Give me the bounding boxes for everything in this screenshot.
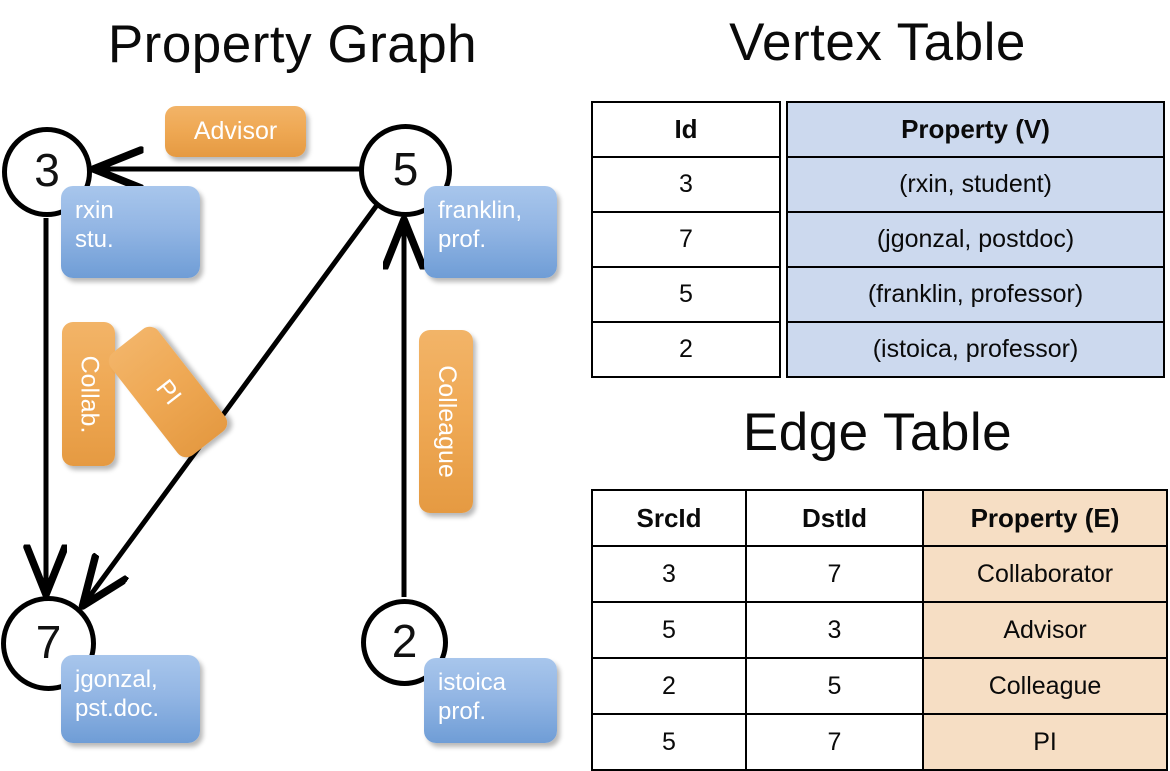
edge-row-2-property: Colleague [922, 657, 1168, 715]
graph-edge-label-advisor: Advisor [165, 106, 306, 157]
table-row: PI [922, 713, 1168, 771]
table-row: 3 [591, 156, 781, 213]
vertex-row-3-property: (istoica, professor) [786, 321, 1165, 378]
edge-row-0-dst: 7 [745, 545, 924, 603]
graph-node-3-property-box: rxin stu. [61, 186, 200, 278]
table-row: (franklin, professor) [786, 266, 1165, 323]
graph-node-3-label: 3 [34, 144, 60, 196]
table-header-row: Id [591, 101, 781, 158]
graph-node-7-property-box: jgonzal, pst.doc. [61, 655, 200, 743]
edge-row-3-property: PI [922, 713, 1168, 771]
table-header-row: SrcId DstId [591, 489, 924, 547]
table-row: 3 7 [591, 545, 924, 603]
graph-node-2-label: 2 [391, 614, 418, 667]
table-row: Collaborator [922, 545, 1168, 603]
vertex-table-property-column: Property (V) (rxin, student) (jgonzal, p… [786, 101, 1165, 378]
edge-table-property-column: Property (E) Collaborator Advisor Collea… [922, 489, 1168, 771]
table-row: 5 3 [591, 601, 924, 659]
edge-table-src-dst-columns: SrcId DstId 3 7 5 3 2 5 5 7 [591, 489, 924, 771]
graph-node-5[interactable]: 5 [359, 124, 452, 217]
edge-table-header-property: Property (E) [922, 489, 1168, 547]
page-title-vertex-table: Vertex Table [729, 13, 1026, 72]
vertex-row-0-id: 3 [591, 156, 781, 213]
edge-5-to-7-pi [84, 203, 380, 604]
table-row: 7 [591, 211, 781, 268]
vertex-row-1-property: (jgonzal, postdoc) [786, 211, 1165, 268]
vertex-table-header-property: Property (V) [786, 101, 1165, 158]
edge-row-2-src: 2 [591, 657, 747, 715]
vertex-row-3-id: 2 [591, 321, 781, 378]
edge-row-3-dst: 7 [745, 713, 924, 771]
graph-edge-label-pi-text: PI [150, 373, 187, 410]
edge-row-1-dst: 3 [745, 601, 924, 659]
vertex-row-1-id: 7 [591, 211, 781, 268]
graph-edge-label-collab: Collab. [62, 322, 115, 466]
graph-node-7-label: 7 [35, 615, 62, 668]
graph-node-5-label: 5 [392, 142, 419, 195]
page-title-edge-table: Edge Table [742, 403, 1013, 462]
graph-node-5-property-box: franklin, prof. [424, 186, 557, 278]
table-row: Advisor [922, 601, 1168, 659]
table-header-row: Property (V) [786, 101, 1165, 158]
graph-node-2[interactable]: 2 [361, 599, 448, 686]
graph-edge-label-colleague-text: Colleague [432, 365, 461, 478]
table-row: 5 [591, 266, 781, 323]
graph-edges-svg [0, 0, 585, 760]
graph-edge-label-collab-text: Collab. [75, 355, 104, 433]
vertex-row-0-property: (rxin, student) [786, 156, 1165, 213]
table-row: 5 7 [591, 713, 924, 771]
vertex-table-header-id: Id [591, 101, 781, 158]
edge-row-0-src: 3 [591, 545, 747, 603]
vertex-row-2-property: (franklin, professor) [786, 266, 1165, 323]
property-graph-diagram: 3 5 7 2 rxin stu. franklin, prof. jgonza… [0, 0, 585, 760]
edge-row-1-property: Advisor [922, 601, 1168, 659]
edge-row-2-dst: 5 [745, 657, 924, 715]
edge-row-3-src: 5 [591, 713, 747, 771]
edge-row-1-src: 5 [591, 601, 747, 659]
table-row: 2 [591, 321, 781, 378]
edge-table-header-srcid: SrcId [591, 489, 747, 547]
vertex-table-id-column: Id 3 7 5 2 [591, 101, 781, 378]
table-row: (istoica, professor) [786, 321, 1165, 378]
edge-table-header-dstid: DstId [745, 489, 924, 547]
vertex-row-2-id: 5 [591, 266, 781, 323]
table-row: (rxin, student) [786, 156, 1165, 213]
graph-edge-label-advisor-text: Advisor [193, 117, 278, 145]
table-row: (jgonzal, postdoc) [786, 211, 1165, 268]
graph-node-2-property-box: istoica prof. [424, 658, 557, 743]
page-title-property-graph: Property Graph [107, 15, 478, 74]
table-header-row: Property (E) [922, 489, 1168, 547]
table-row: Colleague [922, 657, 1168, 715]
edge-row-0-property: Collaborator [922, 545, 1168, 603]
table-row: 2 5 [591, 657, 924, 715]
graph-edge-label-colleague: Colleague [419, 330, 473, 513]
